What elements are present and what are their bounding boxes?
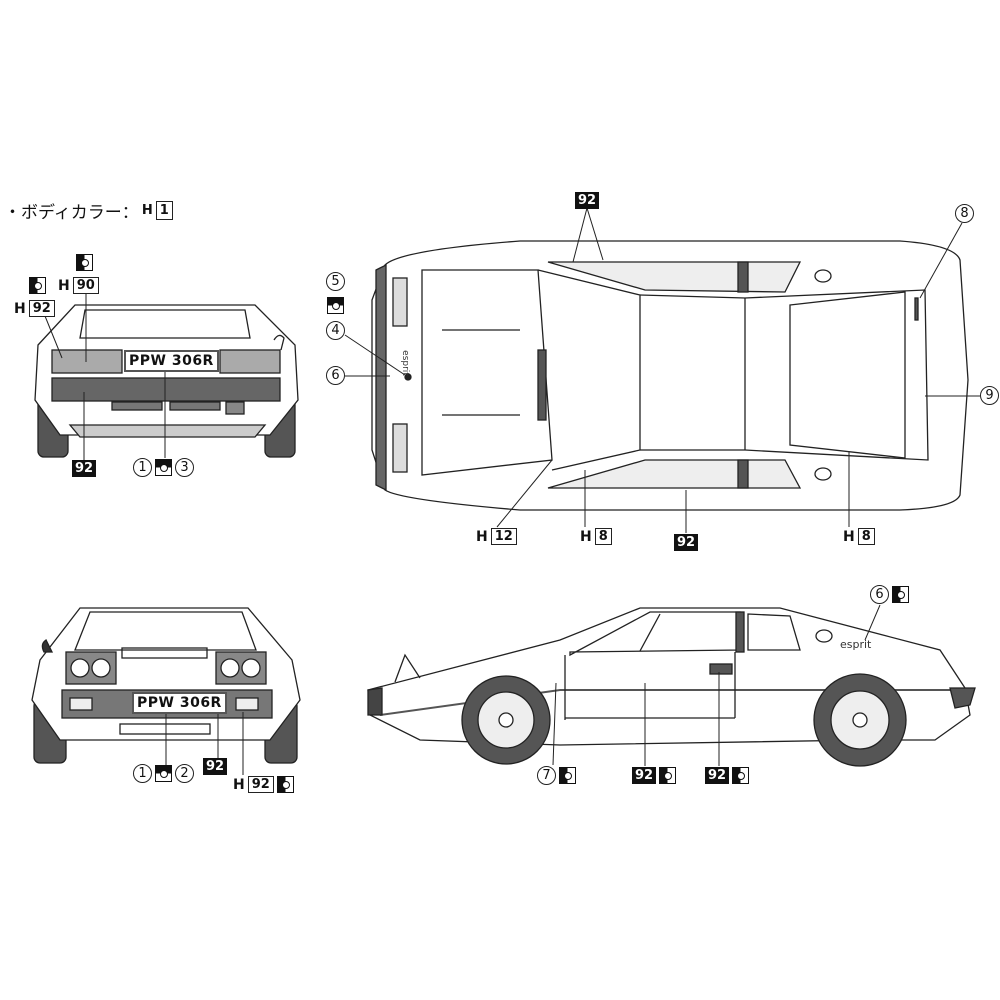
heading-text: ・ボディカラー： <box>4 203 139 223</box>
decal-number: 8 <box>955 204 974 223</box>
front-label-92: 92 <box>203 758 228 775</box>
side-label-7: 7 <box>537 766 576 785</box>
paint-code: 92 <box>72 460 97 477</box>
rear-decal-top <box>76 254 93 271</box>
top-label-92-side: 92 <box>674 534 699 551</box>
side-label-92-handle: 92 <box>705 767 750 784</box>
decal-number: 5 <box>326 272 345 291</box>
decal-number: 2 <box>175 764 194 783</box>
decal-icon <box>155 459 172 476</box>
decal-icon <box>559 767 576 784</box>
top-leaders <box>344 207 980 533</box>
decal-number: 6 <box>870 585 889 604</box>
rear-label-92: 92 <box>72 460 97 477</box>
side-label-6: 6 <box>870 585 909 604</box>
body-color-heading: ・ボディカラー： H 1 <box>4 198 173 223</box>
decal-icon <box>76 254 93 271</box>
decal-number: 7 <box>537 766 556 785</box>
paint-code: 90 <box>72 277 99 294</box>
side-view-drawing <box>367 607 976 767</box>
decal-number: 9 <box>980 386 999 405</box>
top-label-6: 6 <box>326 366 345 385</box>
esprit-badge-side: esprit <box>840 638 872 651</box>
decal-number: 4 <box>326 321 345 340</box>
decal-number: 6 <box>326 366 345 385</box>
paint-prefix: H <box>476 528 488 545</box>
top-label-92-roof: 92 <box>575 192 600 209</box>
paint-prefix: H <box>58 277 70 294</box>
decal-icon <box>892 586 909 603</box>
paint-code: 92 <box>247 776 274 793</box>
paint-prefix: H <box>843 528 855 545</box>
decal-icon <box>732 767 750 784</box>
top-view-drawing <box>371 240 969 511</box>
decal-icon <box>276 776 294 793</box>
decal-icon <box>659 767 677 784</box>
paint-code: 92 <box>705 767 730 784</box>
rear-leaders <box>44 292 166 460</box>
side-label-92-body: 92 <box>632 767 677 784</box>
top-label-5: 5 <box>326 272 345 291</box>
front-license-plate: PPW 306R <box>132 692 227 714</box>
paint-prefix: H <box>233 776 245 793</box>
top-label-4: 4 <box>326 321 345 340</box>
paint-code: 8 <box>594 528 612 545</box>
paint-code: 8 <box>857 528 875 545</box>
paint-code: 92 <box>28 300 55 317</box>
paint-code: 92 <box>674 534 699 551</box>
decal-number: 1 <box>133 458 152 477</box>
paint-code: 1 <box>155 201 173 220</box>
paint-code: 92 <box>632 767 657 784</box>
paint-prefix: H <box>580 528 592 545</box>
rear-license-plate: PPW 306R <box>124 350 219 372</box>
decal-icon <box>155 765 172 782</box>
rear-decal-left <box>29 277 46 294</box>
paint-code: 12 <box>490 528 517 545</box>
top-label-8: 8 <box>955 204 974 223</box>
decal-number: 3 <box>175 458 194 477</box>
side-leaders <box>552 604 881 766</box>
paint-prefix: H <box>141 203 153 218</box>
paint-code: 92 <box>575 192 600 209</box>
decal-icon <box>29 277 46 294</box>
paint-code: 92 <box>203 758 228 775</box>
paint-prefix: H <box>14 300 26 317</box>
esprit-badge-top: esprit <box>399 350 410 376</box>
decal-icon <box>327 297 344 314</box>
top-decal-5 <box>327 297 344 314</box>
rear-view-drawing <box>34 304 299 458</box>
decal-number: 1 <box>133 764 152 783</box>
top-label-9: 9 <box>980 386 999 405</box>
